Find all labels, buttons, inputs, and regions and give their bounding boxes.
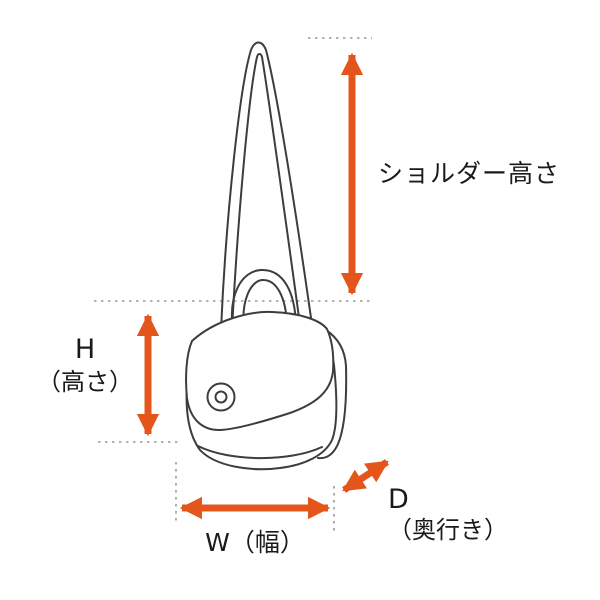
- handle-outer: [231, 268, 297, 331]
- height-sub-label: （高さ）: [37, 368, 133, 397]
- depth-sub-label: （奥行き）: [388, 516, 508, 545]
- depth-label-block: D （奥行き）: [388, 484, 508, 545]
- handle-inner: [242, 278, 288, 329]
- depth-arrow: [342, 459, 389, 493]
- height-label-block: H （高さ）: [22, 334, 148, 397]
- clasp-icon: [206, 382, 236, 412]
- height-letter-label: H: [74, 334, 96, 365]
- shoulder-height-label: ショルダー高さ: [378, 159, 561, 188]
- bag-base-seam: [197, 445, 323, 460]
- dotted-guides: [94, 37, 372, 535]
- shoulder-strap-outer: [220, 41, 314, 333]
- width-label: W（幅）: [205, 528, 305, 557]
- measurement-arrows: [136, 52, 389, 520]
- depth-letter-label: D: [388, 484, 409, 515]
- bag-line-art: [185, 41, 348, 471]
- clasp-inner-icon: [214, 390, 228, 404]
- shoulder-strap-inner: [231, 53, 302, 333]
